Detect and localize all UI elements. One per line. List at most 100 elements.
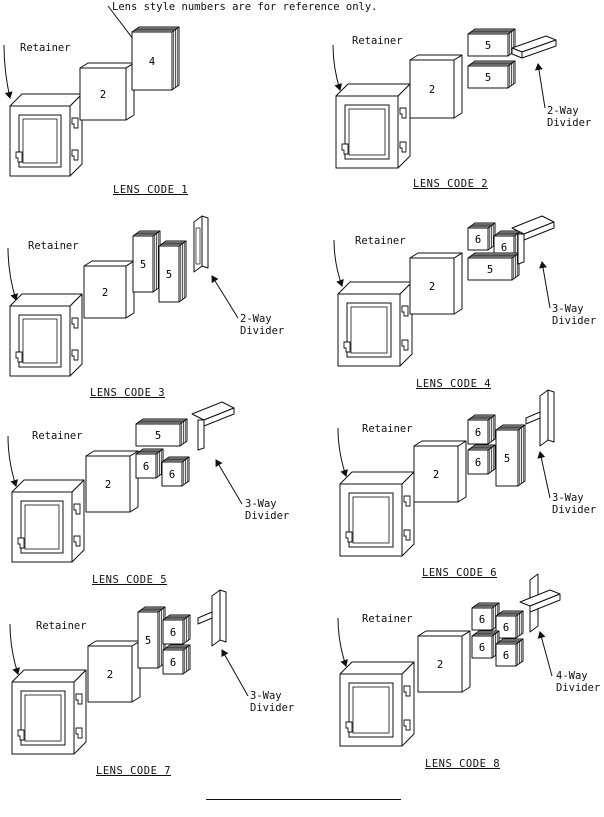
divider-front [539, 389, 549, 447]
front-face [162, 619, 184, 645]
lens-element: 6 [471, 602, 500, 631]
retainer-label-8: Retainer [362, 613, 413, 625]
front-face [495, 643, 517, 667]
divider-leader-arrow [539, 261, 551, 309]
lens-number: 5 [145, 635, 151, 647]
top-face [417, 630, 471, 637]
lens-code-7: LENS CODE 7 [96, 765, 172, 777]
retainer-clip [15, 151, 23, 163]
retainer-clip [341, 143, 349, 155]
top-face [83, 260, 135, 267]
retainer-leader-arrow [337, 617, 348, 667]
lens-number: 6 [475, 427, 481, 439]
lens-element: 6 [162, 644, 191, 675]
lens-code-5: LENS CODE 5 [92, 574, 168, 586]
divider-label-5: 3-Way Divider [245, 498, 290, 522]
front-face [413, 445, 459, 503]
lens-number: 6 [169, 469, 175, 481]
retainer-leader-arrow [7, 435, 18, 487]
lens-number: 6 [475, 234, 481, 246]
filter-plate: 2 [409, 252, 463, 315]
retainer-clip [73, 535, 81, 547]
lens-element: 6 [135, 448, 164, 479]
divider-side [201, 215, 209, 269]
front-face [132, 235, 154, 293]
retainer-window [18, 114, 62, 168]
lens-number: 2 [105, 479, 111, 491]
retainer-top [339, 661, 415, 675]
divider-front [211, 589, 221, 647]
front-face [135, 453, 157, 479]
retainer-inner-edge [24, 694, 62, 742]
front-face [409, 59, 455, 119]
lens-element: 5 [132, 230, 161, 293]
lens-number: 6 [475, 457, 481, 469]
retainer [11, 669, 87, 755]
divider-slot [195, 227, 201, 265]
retainer-leader-arrow [9, 623, 20, 675]
retainer-clip [403, 719, 411, 731]
retainer-label-1: Retainer [20, 42, 71, 54]
filter-plate: 2 [87, 640, 141, 703]
divider [519, 573, 561, 633]
filter-plate: 2 [417, 630, 471, 693]
retainer-clip [75, 727, 83, 739]
retainer-top [337, 281, 413, 295]
retainer-inner-edge [24, 504, 60, 550]
lens-element: 6 [495, 610, 524, 639]
lens-element: 6 [495, 638, 524, 667]
retainer-label-7: Retainer [36, 620, 87, 632]
retainer-top [339, 471, 415, 485]
front-face [85, 455, 131, 513]
retainer-inner-edge [348, 108, 386, 156]
retainer-leader-arrow [333, 239, 344, 287]
retainer-clip [399, 141, 407, 153]
divider [191, 401, 235, 451]
retainer-side [401, 661, 415, 747]
divider-label-6: 3-Way Divider [552, 492, 597, 516]
retainer-side [71, 479, 85, 563]
lens-number: 2 [100, 89, 106, 101]
front-face [467, 449, 489, 475]
front-face [467, 65, 509, 89]
top-face [87, 640, 141, 647]
retainer [9, 93, 83, 177]
top-face [409, 252, 463, 259]
retainer-top [9, 293, 83, 307]
retainer-window [344, 104, 390, 160]
retainer-clip [345, 531, 353, 543]
front-face [83, 265, 127, 319]
lens-number: 2 [429, 84, 435, 96]
divider-leader-arrow [534, 63, 546, 109]
filter-plate: 2 [85, 450, 139, 513]
assembly-panel-3: 255 [9, 215, 209, 377]
filter-plate: 2 [79, 62, 135, 121]
divider [511, 35, 557, 59]
lens-number: 6 [170, 657, 176, 669]
retainer-side [73, 669, 87, 755]
lens-element: 6 [467, 414, 496, 445]
lens-element: 6 [471, 630, 500, 659]
retainer-clip [399, 107, 407, 119]
divider-stem [197, 419, 205, 451]
leader-arrows [3, 5, 553, 697]
top-face [409, 54, 463, 61]
divider-leader-arrow [537, 451, 551, 499]
divider-arm [525, 411, 541, 425]
lens-code-4: LENS CODE 4 [416, 378, 492, 390]
retainer-clip [75, 693, 83, 705]
top-face [79, 62, 135, 69]
retainer-label-2: Retainer [352, 35, 403, 47]
lens-number: 5 [504, 453, 510, 465]
bottom-rule [206, 799, 401, 800]
reference-note: Lens style numbers are for reference onl… [112, 1, 378, 13]
retainer-clip [71, 349, 79, 361]
divider [511, 215, 555, 265]
retainer-clip [17, 537, 25, 549]
retainer-window [18, 314, 62, 368]
retainer-clip [73, 503, 81, 515]
lens-element: 5 [137, 606, 166, 669]
